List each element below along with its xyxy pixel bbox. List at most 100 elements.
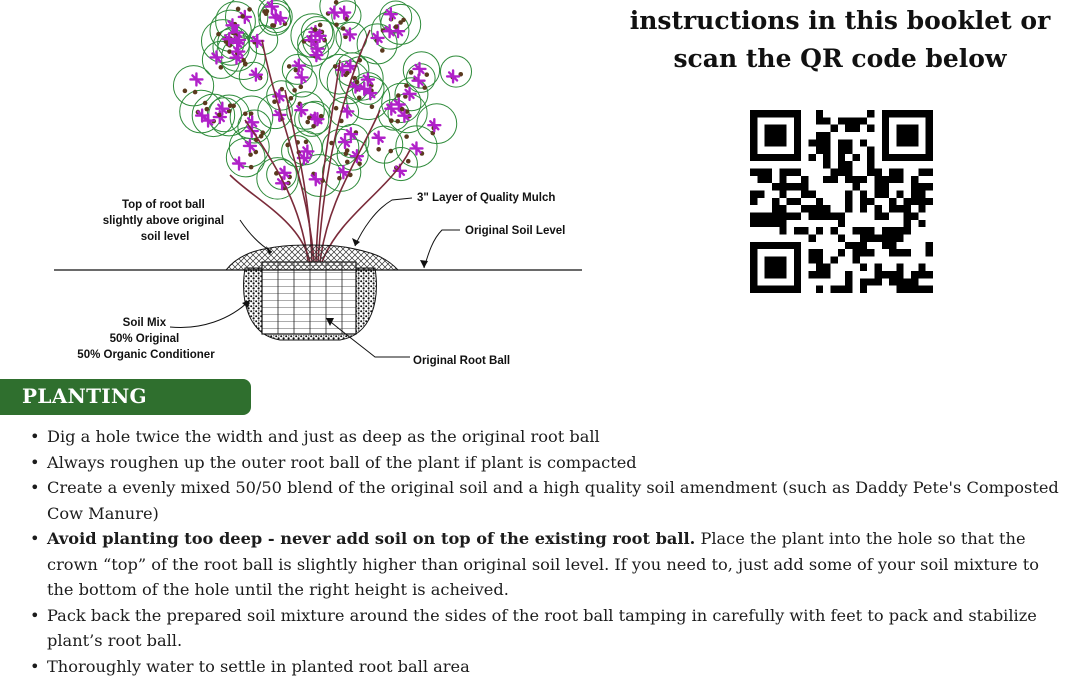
- berry: [401, 18, 406, 23]
- berry: [334, 106, 339, 111]
- berry: [395, 119, 400, 124]
- planting-diagram: Top of root ball slightly above original…: [40, 0, 640, 380]
- list-item: Dig a hole twice the width and just as d…: [28, 424, 1063, 450]
- berry: [292, 88, 297, 93]
- berry: [376, 147, 381, 152]
- berry: [228, 103, 233, 108]
- berry: [422, 85, 427, 90]
- berry: [370, 104, 375, 109]
- berry: [272, 23, 277, 28]
- flower: [226, 19, 238, 31]
- berry: [345, 71, 350, 76]
- berry: [334, 22, 339, 27]
- flower: [339, 136, 351, 148]
- flower: [216, 103, 228, 115]
- flower: [310, 173, 322, 185]
- berry: [404, 134, 409, 139]
- flower: [295, 104, 307, 116]
- label-soil-mix: Soil Mix 50% Original 50% Organic Condit…: [77, 317, 215, 361]
- berry: [344, 151, 349, 156]
- berry: [248, 152, 253, 157]
- list-item: Pack back the prepared soil mixture arou…: [28, 603, 1063, 654]
- berry: [247, 7, 252, 12]
- flower: [328, 7, 340, 19]
- qr-heading-line: instructions in this booklet or: [600, 2, 1080, 40]
- berry: [203, 101, 208, 106]
- flower: [385, 8, 397, 20]
- item-text: Always roughen up the outer root ball of…: [47, 453, 637, 472]
- berry: [305, 120, 310, 125]
- list-item: Thoroughly water to settle in planted ro…: [28, 654, 1063, 679]
- berry: [388, 149, 393, 154]
- qr-code[interactable]: [750, 110, 933, 293]
- qr-heading: instructions in this booklet or scan the…: [600, 2, 1080, 78]
- tree-canopy: [173, 0, 471, 199]
- flower: [413, 75, 425, 87]
- label-original-soil-level: Original Soil Level: [465, 225, 565, 237]
- berry: [299, 85, 304, 90]
- berry: [409, 70, 414, 75]
- label-top-of-root-ball: Top of root ball slightly above original…: [103, 199, 228, 243]
- emphasis-text: Avoid planting too deep - never add soil…: [47, 529, 695, 548]
- berry: [389, 118, 394, 123]
- berry: [396, 93, 401, 98]
- berry: [205, 107, 210, 112]
- berry: [406, 159, 411, 164]
- berry: [249, 165, 254, 170]
- berry: [304, 140, 309, 145]
- leaf-cluster: [417, 104, 457, 144]
- berry: [355, 80, 360, 85]
- berry: [259, 134, 264, 139]
- item-text: Pack back the prepared soil mixture arou…: [47, 606, 1037, 651]
- berry: [337, 176, 342, 181]
- planting-instructions: Dig a hole twice the width and just as d…: [28, 424, 1063, 679]
- berry: [313, 27, 318, 32]
- berry: [318, 23, 323, 28]
- leaf-cluster: [366, 126, 403, 163]
- berry: [287, 64, 292, 69]
- flower: [210, 51, 222, 63]
- list-item: Avoid planting too deep - never add soil…: [28, 526, 1063, 603]
- berry: [404, 83, 409, 88]
- qr-heading-line: scan the QR code below: [600, 40, 1080, 78]
- flower: [244, 140, 256, 152]
- berry: [217, 113, 222, 118]
- flower: [345, 128, 357, 140]
- berry: [394, 24, 399, 29]
- berry: [380, 48, 385, 53]
- berry: [319, 114, 324, 119]
- flower: [372, 32, 384, 44]
- section-banner: PLANTING: [0, 379, 251, 415]
- berry: [345, 160, 350, 165]
- berry: [262, 9, 267, 14]
- berry: [272, 99, 277, 104]
- berry: [400, 107, 405, 112]
- item-text: Dig a hole twice the width and just as d…: [47, 427, 600, 446]
- berry: [357, 95, 362, 100]
- item-text: Thoroughly water to settle in planted ro…: [47, 657, 470, 676]
- flower: [250, 69, 262, 81]
- berry: [193, 90, 198, 95]
- berry: [289, 96, 294, 101]
- berry: [334, 0, 339, 5]
- leaf-cluster: [173, 66, 213, 106]
- flower: [373, 132, 385, 144]
- berry: [240, 14, 245, 19]
- label-original-root-ball: Original Root Ball: [413, 355, 510, 367]
- mulch-layer: [226, 245, 398, 270]
- flower: [413, 63, 425, 75]
- berry: [241, 58, 246, 63]
- berry: [333, 64, 338, 69]
- section-title: PLANTING: [22, 384, 147, 408]
- berry: [424, 72, 429, 77]
- flower: [364, 87, 376, 99]
- berry: [294, 68, 299, 73]
- berry: [311, 124, 316, 129]
- flower: [447, 70, 459, 82]
- flower: [190, 73, 202, 85]
- flower: [233, 157, 245, 169]
- flower: [202, 115, 214, 127]
- berry: [243, 111, 248, 116]
- berry: [183, 89, 188, 94]
- label-mulch: 3" Layer of Quality Mulch: [417, 192, 555, 204]
